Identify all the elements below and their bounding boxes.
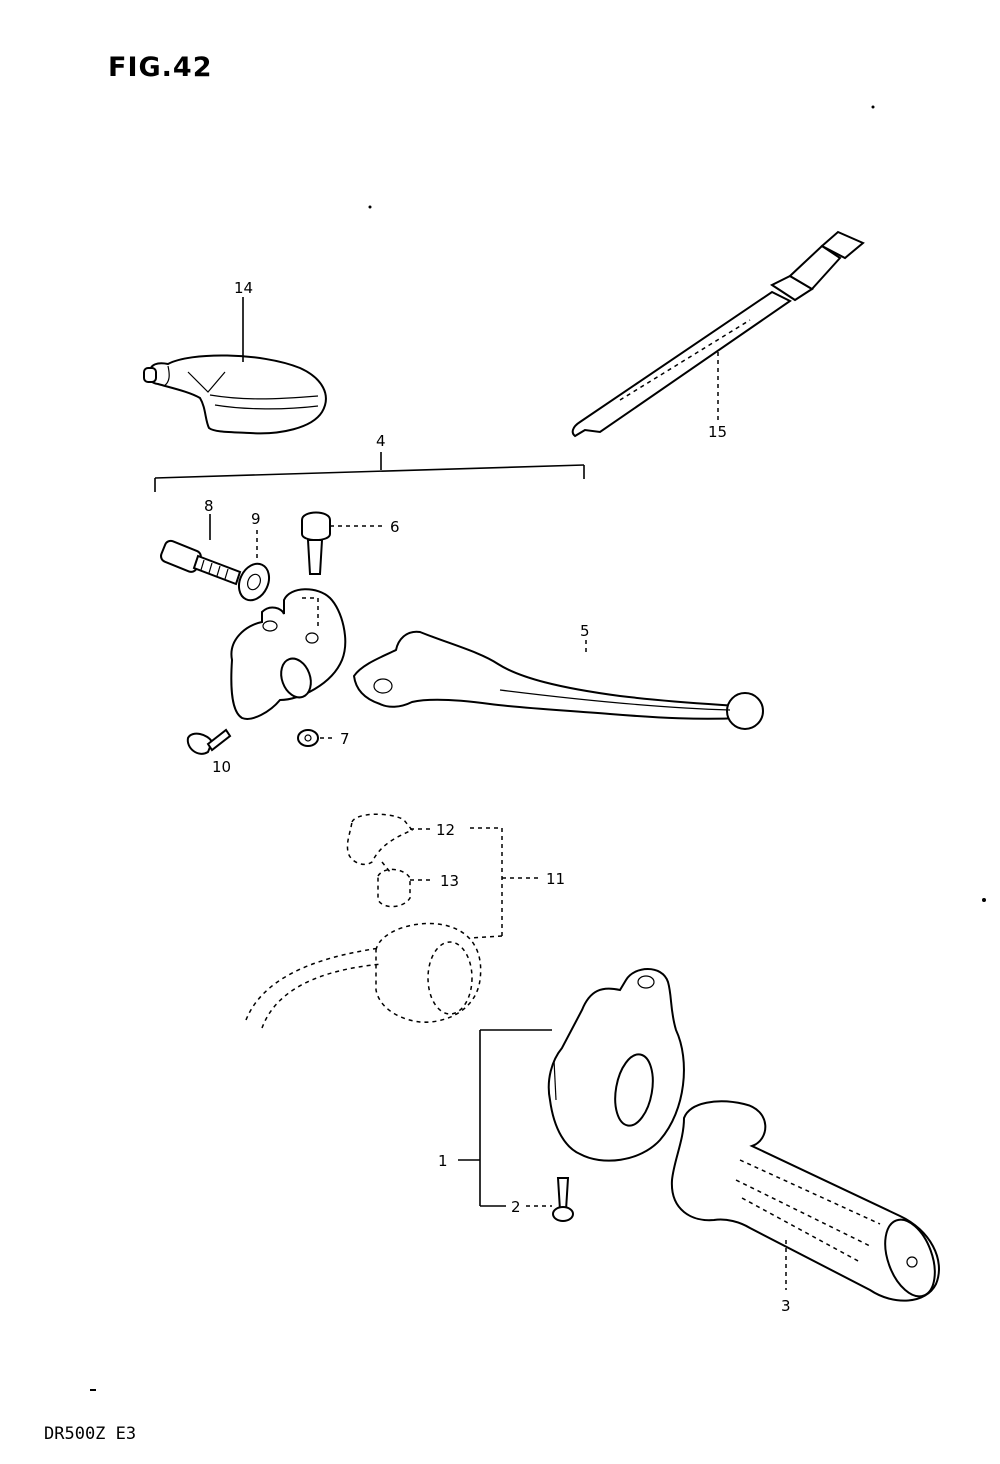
- callout-15: 15: [708, 423, 727, 441]
- assembly-4-bracket: [154, 452, 585, 492]
- part-8-adjuster-bolt: [160, 539, 242, 586]
- callout-8: 8: [204, 497, 214, 515]
- part-15-cable-tie: [571, 230, 865, 438]
- part-11-switch-housing: [245, 922, 482, 1029]
- speck: [982, 898, 986, 902]
- model-code: DR500Z E3: [44, 1424, 137, 1444]
- callout-5: 5: [580, 622, 590, 640]
- part-3-grip: [670, 1100, 940, 1302]
- callout-2: 2: [511, 1198, 521, 1216]
- part-9-lock-nut: [237, 562, 271, 602]
- callout-6: 6: [390, 518, 400, 536]
- bracket-1: [458, 1029, 552, 1207]
- callout-10: 10: [212, 758, 231, 776]
- part-10-screw: [186, 728, 232, 755]
- assembly-11-bracket: [469, 827, 540, 939]
- speck: [871, 105, 875, 109]
- callout-9: 9: [251, 510, 261, 528]
- figure-title: FIG.42: [108, 52, 213, 83]
- callout-13: 13: [440, 872, 459, 890]
- part-6-pivot-bolt: [301, 511, 331, 575]
- callout-4: 4: [376, 432, 386, 450]
- callout-1: 1: [438, 1152, 448, 1170]
- part-2-screw: [552, 1177, 574, 1222]
- callout-7: 7: [340, 730, 350, 748]
- lever-holder: [230, 588, 347, 720]
- callout-12: 12: [436, 821, 455, 839]
- speck: [368, 205, 372, 209]
- part-13-clamp: [377, 861, 411, 908]
- callout-11: 11: [546, 870, 565, 888]
- part-1-throttle-housing: [547, 968, 685, 1162]
- part-5-clutch-lever: [352, 630, 764, 730]
- callout-3: 3: [781, 1297, 791, 1315]
- part-14-lever-cover: [143, 354, 327, 435]
- callout-14: 14: [234, 279, 253, 297]
- part-7-nut: [297, 729, 319, 747]
- part-12-plate: [346, 813, 414, 866]
